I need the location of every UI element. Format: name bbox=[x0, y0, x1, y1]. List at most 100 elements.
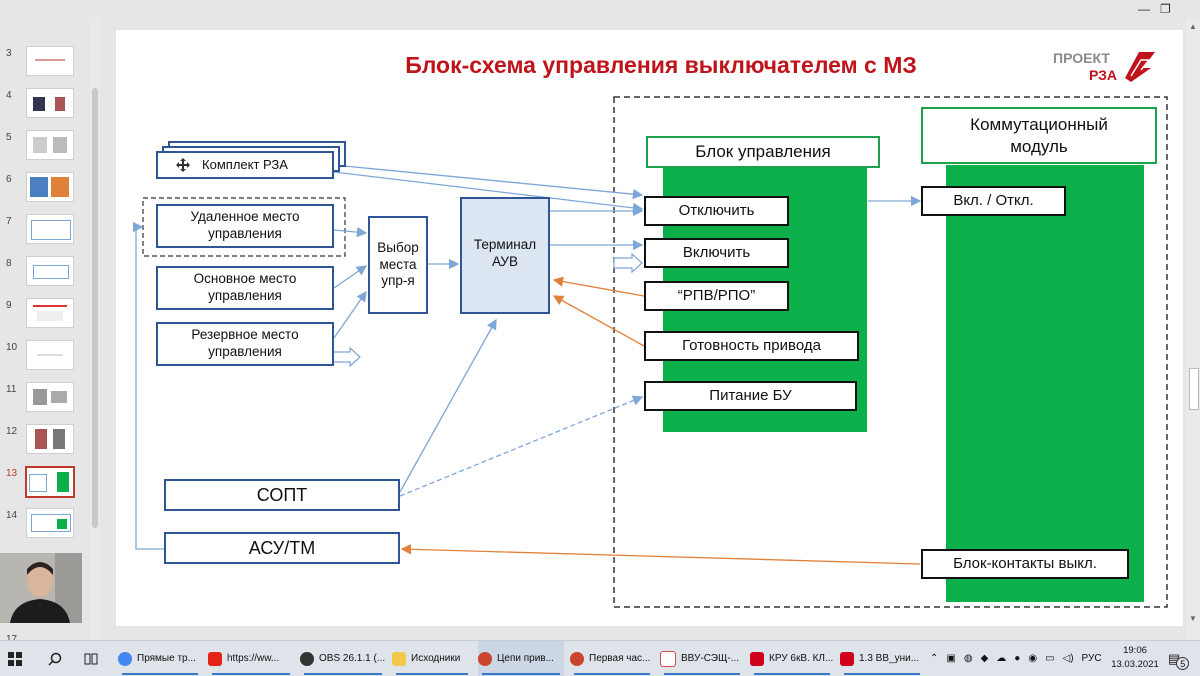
thumbnail-number: 10 bbox=[6, 342, 18, 353]
scrollbar-thumb[interactable] bbox=[1189, 368, 1199, 410]
slide-thumbnail[interactable] bbox=[26, 214, 74, 244]
on-off-box[interactable]: Вкл. / Откл. bbox=[921, 186, 1066, 216]
thumbnail-row[interactable]: 9 bbox=[0, 298, 92, 338]
slide-thumbnail[interactable] bbox=[26, 46, 74, 76]
box-label: Включить bbox=[682, 243, 751, 261]
slide-thumbnail[interactable] bbox=[26, 256, 74, 286]
thumbnail-row[interactable]: 4 bbox=[0, 88, 92, 128]
slide-thumbnail[interactable] bbox=[26, 88, 74, 118]
reserve-control-place-box[interactable]: Резервное место управления bbox=[156, 322, 334, 366]
notifications-button[interactable]: ▤ 5 bbox=[1168, 641, 1190, 676]
microphone-icon[interactable]: ● bbox=[1014, 653, 1021, 664]
start-button[interactable] bbox=[8, 641, 28, 676]
taskbar-app-powerpoint-active[interactable]: Цепи прив... bbox=[478, 641, 564, 676]
thumbnail-row[interactable]: 3 bbox=[0, 46, 92, 86]
restore-icon[interactable]: ❐ bbox=[1160, 2, 1171, 16]
taskbar-label: Первая час... bbox=[589, 653, 651, 664]
asu-tm-box[interactable]: АСУ/ТМ bbox=[164, 532, 400, 564]
box-label: “РПВ/РПО” bbox=[677, 286, 756, 304]
clock[interactable]: 19:06 13.03.2021 bbox=[1110, 644, 1160, 672]
windows-logo-icon bbox=[8, 651, 22, 666]
slide-thumbnail[interactable] bbox=[26, 130, 74, 160]
taskbar-app-pdf[interactable]: ВВУ-СЭЩ-... bbox=[660, 641, 744, 676]
thumbnail-number: 14 bbox=[6, 510, 18, 521]
remote-control-place-box[interactable]: Удаленное место управления bbox=[156, 204, 334, 248]
thumbnail-row[interactable]: 5 bbox=[0, 130, 92, 170]
sopt-box[interactable]: СОПТ bbox=[164, 479, 400, 511]
system-tray: ⌃ ▣ ◍ ◆ ☁ ● ◉ ▭ ◁) РУС bbox=[930, 641, 1102, 676]
slide-thumbnail[interactable] bbox=[26, 508, 74, 538]
main-control-place-box[interactable]: Основное место управления bbox=[156, 266, 334, 310]
network-icon[interactable]: ▣ bbox=[946, 653, 956, 664]
taskbar-app-powerpoint[interactable]: Первая час... bbox=[570, 641, 654, 676]
thumbnail-row[interactable]: 8 bbox=[0, 256, 92, 296]
box-label: Комплект РЗА bbox=[202, 156, 288, 172]
slide-scrollbar[interactable]: ▲ ▼ bbox=[1186, 18, 1200, 640]
wifi-icon[interactable]: ◉ bbox=[1028, 653, 1038, 664]
box-label: Блок-контакты выкл. bbox=[953, 554, 1097, 572]
taskbar-app-youtube[interactable]: https://ww... bbox=[208, 641, 294, 676]
thumbnail-row[interactable]: 12 bbox=[0, 424, 92, 464]
pdf-reader-icon bbox=[840, 651, 854, 666]
task-view-icon bbox=[84, 653, 98, 664]
thumbnails-scrollbar[interactable] bbox=[90, 18, 100, 640]
notification-count: 5 bbox=[1176, 657, 1190, 670]
slide-thumbnail[interactable] bbox=[26, 298, 74, 328]
chrome-icon bbox=[118, 651, 132, 666]
power-unit-box[interactable]: Питание БУ bbox=[644, 381, 857, 411]
breaker-contacts-box[interactable]: Блок-контакты выкл. bbox=[921, 549, 1129, 579]
window-titlebar: — ❐ bbox=[0, 0, 1200, 18]
thumbnail-row[interactable]: 14 bbox=[0, 508, 92, 548]
taskbar-app-explorer[interactable]: Исходники bbox=[392, 641, 472, 676]
clock-time: 19:06 bbox=[1123, 645, 1147, 656]
close-command-box[interactable]: Включить bbox=[644, 238, 789, 268]
cloud-icon[interactable]: ☁ bbox=[996, 653, 1007, 664]
slide-thumbnail-current[interactable] bbox=[25, 466, 75, 498]
scrollbar-thumb[interactable] bbox=[92, 88, 98, 528]
thumbnail-row[interactable]: 10 bbox=[0, 340, 92, 380]
slide-thumbnail[interactable] bbox=[26, 382, 74, 412]
volume-icon[interactable]: ◁) bbox=[1062, 653, 1074, 664]
taskbar-app-pdf-reader[interactable]: 1.3 ВВ_уни... bbox=[840, 641, 924, 676]
box-label: Терминал АУВ bbox=[473, 237, 537, 269]
headset-icon[interactable]: ◍ bbox=[963, 653, 973, 664]
slide-thumbnail[interactable] bbox=[26, 340, 74, 370]
battery-icon[interactable]: ▭ bbox=[1045, 653, 1055, 664]
slide-thumbnail[interactable] bbox=[26, 172, 74, 202]
taskbar-app-obs[interactable]: OBS 26.1.1 (... bbox=[300, 641, 386, 676]
slide-thumbnail[interactable] bbox=[26, 424, 74, 454]
box-label: Выбор места упр-я bbox=[377, 239, 419, 289]
search-button[interactable] bbox=[48, 641, 68, 676]
thumbnail-row[interactable]: 17 bbox=[0, 632, 92, 640]
project-rza-logo: ПРОЕКТ РЗА bbox=[1053, 48, 1163, 88]
switching-module-header: Коммутационный модуль bbox=[921, 107, 1157, 164]
thumbnail-number: 13 bbox=[6, 468, 18, 479]
language-indicator[interactable]: РУС bbox=[1081, 653, 1102, 664]
taskbar-app-pdf-reader[interactable]: КРУ 6кВ. КЛ... bbox=[750, 641, 834, 676]
boundary-dashed bbox=[613, 96, 1168, 608]
taskbar-label: КРУ 6кВ. КЛ... bbox=[769, 653, 834, 664]
thumbnail-number: 4 bbox=[6, 90, 12, 101]
taskbar-app-chrome[interactable]: Прямые тр... bbox=[118, 641, 202, 676]
scroll-down-icon[interactable]: ▼ bbox=[1189, 614, 1197, 623]
box-label: АСУ/ТМ bbox=[248, 537, 316, 558]
control-place-selection-box[interactable]: Выбор места упр-я bbox=[368, 216, 428, 314]
thumbnail-row[interactable]: 11 bbox=[0, 382, 92, 422]
scroll-up-icon[interactable]: ▲ bbox=[1189, 22, 1197, 31]
logo-emblem-icon bbox=[1125, 52, 1155, 82]
presenter-image bbox=[0, 553, 82, 623]
taskbar-label: https://ww... bbox=[227, 653, 280, 664]
trip-command-box[interactable]: Отключить bbox=[644, 196, 789, 226]
thumbnail-row-active[interactable]: 13 bbox=[0, 466, 92, 506]
chevron-up-icon[interactable]: ⌃ bbox=[930, 653, 939, 664]
thumbnail-row[interactable]: 7 bbox=[0, 214, 92, 254]
drive-ready-box[interactable]: Готовность привода bbox=[644, 331, 859, 361]
task-view-button[interactable] bbox=[84, 641, 104, 676]
dropbox-icon[interactable]: ◆ bbox=[980, 653, 989, 664]
taskbar-label: Прямые тр... bbox=[137, 653, 196, 664]
thumbnail-row[interactable]: 6 bbox=[0, 172, 92, 212]
terminal-auv-box[interactable]: Терминал АУВ bbox=[460, 197, 550, 314]
rpv-rpo-box[interactable]: “РПВ/РПО” bbox=[644, 281, 789, 311]
minimize-icon[interactable]: — bbox=[1138, 2, 1150, 16]
folder-icon bbox=[392, 651, 406, 666]
